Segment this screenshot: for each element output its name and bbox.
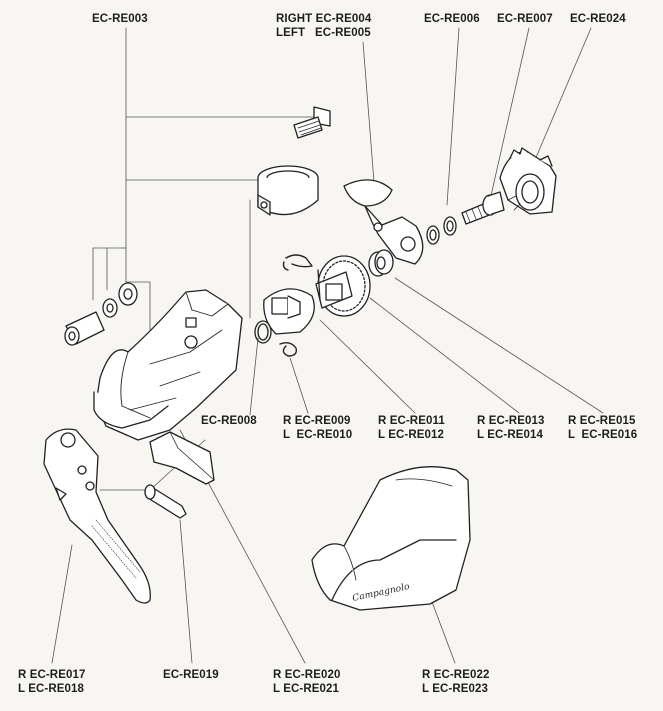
coil-rings-part (368, 249, 394, 277)
clamp-band-part (257, 165, 319, 216)
rubber-hood-part (311, 466, 471, 611)
o-ring-part (254, 320, 272, 344)
callout-re019: EC-RE019 (163, 669, 219, 681)
index-gear-part (315, 255, 371, 317)
bushings-part (64, 282, 138, 346)
paddle-part (149, 431, 215, 485)
callout-re006: EC-RE006 (424, 13, 480, 25)
pivot-pin-part (144, 484, 187, 519)
callout-re008: EC-RE008 (201, 415, 257, 427)
washers-part (426, 216, 457, 245)
thumb-lever-part (343, 179, 424, 265)
clip-spring-part (279, 341, 298, 357)
cam-disc-part (263, 288, 315, 335)
main-body-part (93, 289, 243, 441)
brake-lever-part (43, 428, 151, 604)
ratchet-body-part (499, 147, 557, 215)
bolt-part (293, 106, 331, 139)
callout-re003: EC-RE003 (92, 13, 148, 25)
spindle-part (461, 191, 505, 225)
callout-re007: EC-RE007 (497, 13, 553, 25)
spring-part (282, 254, 313, 271)
callout-re024: EC-RE024 (570, 13, 626, 25)
